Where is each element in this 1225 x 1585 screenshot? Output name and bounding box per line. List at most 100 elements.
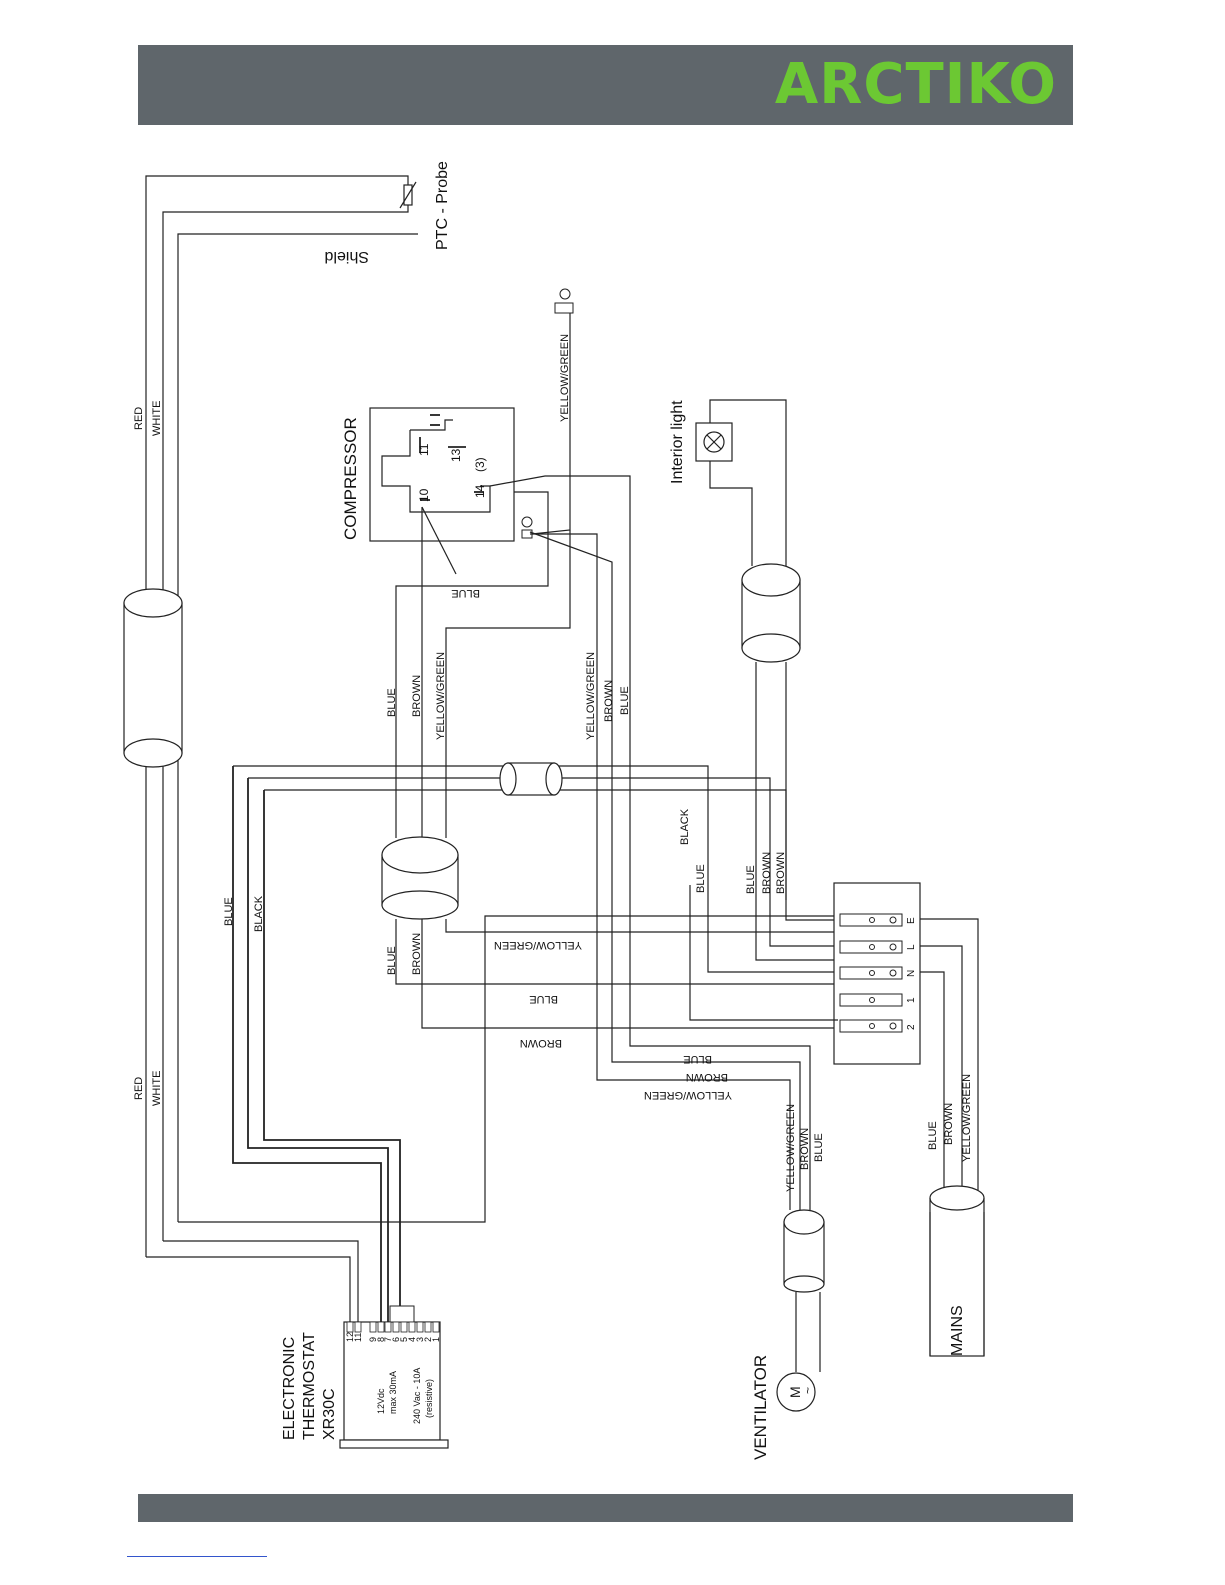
wire-label-yellow-green-vent: YELLOW/GREEN [785, 1104, 797, 1192]
thermostat-label-line3: XR30C [321, 1388, 338, 1440]
terminal-e: E [906, 917, 917, 924]
header-band: ARCTIKO [138, 45, 1073, 125]
wire-label-brown-a: BROWN [411, 675, 423, 717]
thermostat-terminal-5: 5 [399, 1337, 409, 1342]
thermostat-spec-resistive: (resistive) [424, 1379, 434, 1418]
arctiko-logo: ARCTIKO [774, 52, 1057, 117]
thermostat-terminal-9: 9 [368, 1337, 378, 1342]
cable-sleeve-middle [381, 836, 459, 920]
mains-label: MAINS [949, 1305, 966, 1356]
terminal-n: N [906, 970, 917, 977]
cable-sleeve-small [499, 762, 563, 796]
ventilator-label: VENTILATOR [751, 1355, 770, 1460]
wire-label-white-top: WHITE [151, 401, 163, 436]
thermostat-terminal-12: 12 [345, 1332, 355, 1342]
thermostat-terminal-screw [408, 1321, 416, 1333]
thermostat-wires [146, 765, 838, 1322]
thermostat-terminal-screw [384, 1321, 392, 1333]
wire-label-yellow-green-b: YELLOW/GREEN [585, 652, 597, 740]
motor-tilde: ~ [801, 1387, 815, 1394]
probe-leads [145, 175, 418, 1257]
mains-sleeve [926, 1185, 988, 1357]
terminal-1: 1 [906, 997, 917, 1003]
compressor-terminal-10: 10 [417, 488, 431, 502]
thermostat-spec-30ma: max 30mA [388, 1371, 398, 1414]
thermostat-terminal-screw [424, 1321, 432, 1333]
wire-label-brown-h: BROWN [775, 852, 787, 894]
wire-label-blue-c: BLUE [386, 946, 398, 975]
compressor-terminal-14: 14 [473, 484, 487, 498]
wire-label-blue-b: BLUE [619, 686, 631, 715]
thermostat-body [339, 1305, 449, 1449]
wire-label-brown-b: BROWN [603, 680, 615, 722]
thermostat-terminal-screw [416, 1321, 424, 1333]
wire-label-blue-g: BLUE [745, 865, 757, 894]
compressor-wires [395, 475, 838, 1210]
wire-label-blue-d: BLUE [683, 1053, 712, 1065]
thermostat-label-line1: ELECTRONIC [281, 1337, 298, 1440]
wire-label-black-e: BLACK [253, 895, 265, 932]
cable-sleeve-left [123, 588, 183, 768]
footer-underline [127, 1556, 267, 1557]
thermostat-terminal-3: 3 [415, 1337, 425, 1342]
wire-label-red-bottom: RED [133, 1077, 145, 1100]
wire-label-yellow-green-c: YELLOW/GREEN [494, 939, 582, 951]
footer-band [138, 1494, 1073, 1522]
middle-sleeve-outputs [395, 919, 838, 985]
wire-label-blue-a: BLUE [386, 688, 398, 717]
wire-label-blue-top: BLUE [451, 587, 480, 599]
thermostat-terminal-screw [392, 1321, 400, 1333]
wire-label-brown-c: BROWN [411, 933, 423, 975]
compressor-terminal-3: (3) [473, 457, 487, 472]
interior-light [695, 399, 787, 566]
wire-label-yellow-green-earth: YELLOW/GREEN [559, 334, 571, 422]
interior-light-label: Interior light [669, 400, 686, 484]
wire-label-brown-c2: BROWN [520, 1037, 562, 1049]
ventilator-cable [776, 1209, 825, 1412]
thermostat-terminal-screw [377, 1321, 385, 1333]
compressor-box [369, 407, 533, 542]
thermostat-label-line2: THERMOSTAT [301, 1332, 318, 1440]
terminal-2: 2 [906, 1024, 917, 1030]
thermostat-terminal-screw [346, 1321, 354, 1333]
wire-label-blue-c2: BLUE [529, 993, 558, 1005]
thermostat-terminal-screw [432, 1321, 440, 1333]
cable-sleeve-right [741, 563, 838, 961]
mains-wires [689, 885, 979, 1198]
terminal-block [833, 882, 921, 1065]
wire-label-brown-vent: BROWN [799, 1128, 811, 1170]
wire-label-black-f: BLACK [679, 808, 691, 845]
wire-label-blue-e: BLUE [223, 897, 235, 926]
thermostat-terminal-1: 1 [431, 1337, 441, 1342]
thermostat-terminal-screw [369, 1321, 377, 1333]
wire-label-blue-f: BLUE [695, 864, 707, 893]
thermostat-terminal-11: 11 [353, 1333, 363, 1342]
thermostat-terminal-screw [354, 1321, 362, 1333]
wire-label-brown-mains: BROWN [943, 1103, 955, 1145]
terminal-l: L [906, 944, 917, 950]
compressor-label: COMPRESSOR [341, 417, 360, 540]
motor-icon [776, 1372, 816, 1412]
wire-label-blue-mains: BLUE [927, 1121, 939, 1150]
thermostat-spec-240vac: 240 Vac - 10A [412, 1368, 422, 1424]
thermostat-terminal-6: 6 [391, 1337, 401, 1342]
thermostat-terminal-screw [400, 1321, 408, 1333]
wire-label-white-bottom: WHITE [151, 1071, 163, 1106]
wire-label-blue-vent: BLUE [813, 1133, 825, 1162]
thermostat-terminal-8: 8 [376, 1337, 386, 1342]
thermostat-spec-12vdc: 12Vdc [376, 1388, 386, 1414]
compressor-terminal-11: 11 [417, 443, 431, 456]
wire-label-red-top: RED [133, 407, 145, 430]
thermostat-terminal-7: 7 [383, 1337, 393, 1342]
wire-label-yellow-green-mains: YELLOW/GREEN [961, 1074, 973, 1162]
thermostat-terminal-4: 4 [407, 1337, 417, 1342]
thermostat-terminal-2: 2 [423, 1337, 433, 1342]
shield-label: Shield [325, 248, 369, 265]
wire-label-brown-d: BROWN [686, 1071, 728, 1083]
wire-label-yellow-green-d: YELLOW/GREEN [644, 1089, 732, 1101]
ptc-probe-label: PTC - Probe [434, 161, 451, 250]
wire-label-brown-g: BROWN [761, 852, 773, 894]
compressor-terminal-13: 13 [449, 448, 463, 462]
